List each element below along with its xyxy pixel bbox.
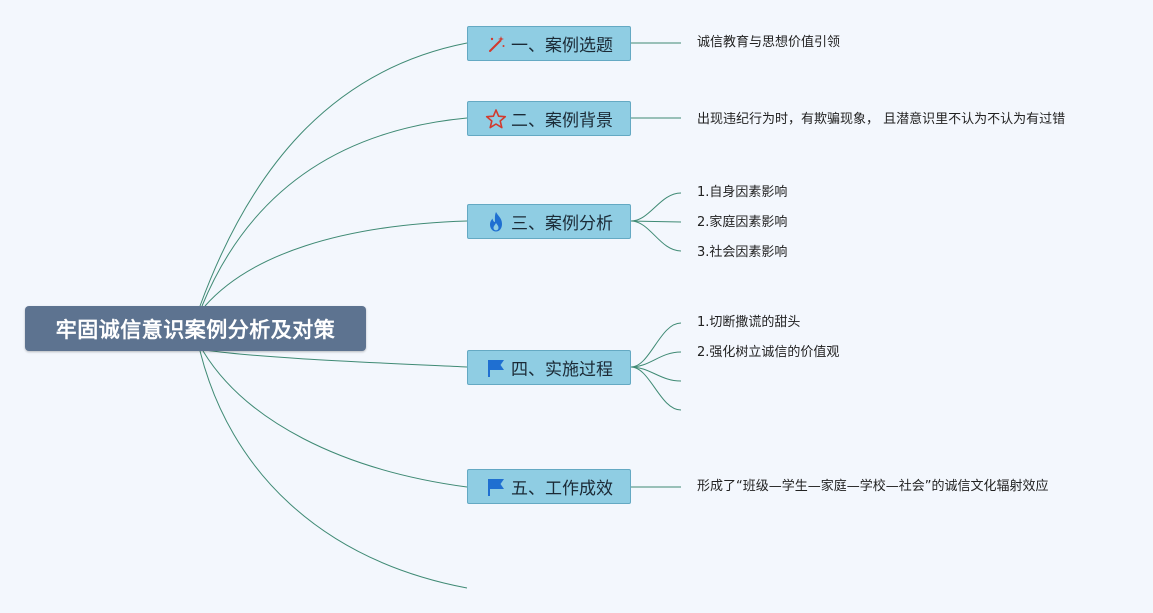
star-icon [485,108,507,130]
connector-b4-leaf-4 [630,366,682,411]
leaf-b3-3[interactable]: 3.社会因素影响 [697,245,788,260]
branch-node-5[interactable]: 五、工作成效 [467,469,631,504]
leaf-b3-1[interactable]: 1.自身因素影响 [697,185,788,200]
connector-root-extra [199,350,468,589]
connector-b3-leaf-1 [630,192,682,222]
branch-node-3[interactable]: 三、案例分析 [467,204,631,239]
branch-label-5: 五、工作成效 [511,479,613,499]
leaf-b4-1[interactable]: 1.切断撒谎的甜头 [697,315,801,330]
connector-b4-leaf-2 [630,351,682,368]
connector-root-branch-4 [204,349,468,368]
connector-b3-leaf-3 [630,220,682,252]
flag-icon [485,476,507,498]
branch-node-2[interactable]: 二、案例背景 [467,101,631,136]
branch-label-2: 二、案例背景 [511,111,613,131]
connector-root-branch-2 [201,117,468,307]
root-node[interactable]: 牢固诚信意识案例分析及对策 [25,306,366,351]
magic-wand-icon [485,33,507,55]
leaf-b4-2[interactable]: 2.强化树立诚信的价值观 [697,345,840,360]
leaf-b3-2[interactable]: 2.家庭因素影响 [697,215,788,230]
flame-icon [485,211,507,233]
branch-node-1[interactable]: 一、案例选题 [467,26,631,61]
connector-root-branch-1 [199,42,468,307]
leaf-b1-1[interactable]: 诚信教育与思想价值引领 [697,35,841,50]
connector-root-branch-5 [202,350,468,488]
branch-label-3: 三、案例分析 [511,214,613,234]
branch-label-1: 一、案例选题 [511,36,613,56]
branch-label-4: 四、实施过程 [511,360,613,380]
connector-b3-leaf-2 [630,220,682,223]
connector-root-branch-3 [204,220,468,307]
branch-node-4[interactable]: 四、实施过程 [467,350,631,385]
leaf-b5-1[interactable]: 形成了“班级—学生—家庭—学校—社会”的诚信文化辐射效应 [697,479,1049,494]
root-title: 牢固诚信意识案例分析及对策 [55,317,336,342]
leaf-b2-1[interactable]: 出现违纪行为时，有欺骗现象， 且潜意识里不认为不认为有过错 [697,112,1066,127]
connector-b4-leaf-1 [630,322,682,368]
flag-icon [485,357,507,379]
